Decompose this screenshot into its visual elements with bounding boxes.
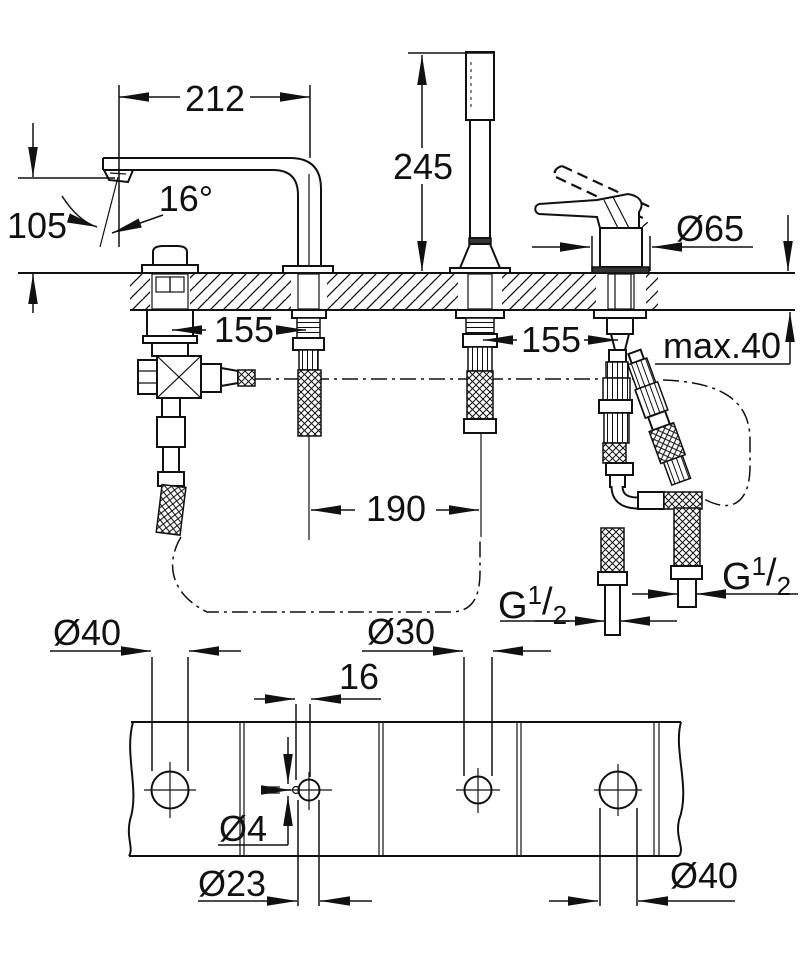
dimension-190: 190: [311, 488, 479, 529]
deck-gap-4: [596, 274, 646, 309]
dimension-212: 212: [118, 78, 311, 247]
hand-shower-head: [465, 51, 495, 121]
hand-shower-holder: [458, 243, 502, 269]
dim-max40-label: max.40: [663, 325, 781, 366]
hand-shower-unit: [449, 51, 511, 537]
dimension-d4: Ø4: [218, 737, 288, 849]
lever-handle-unit: [534, 164, 703, 636]
side-elevation-view: 212 105 16° 245 Ø65: [7, 51, 798, 636]
dim-16-label: 16: [339, 656, 379, 697]
dim-245-label: 245: [393, 146, 453, 187]
thread-callout-right: G1/2: [632, 551, 798, 601]
plan-view: Ø40 16 Ø30 Ø4 Ø23: [50, 611, 738, 906]
hole-mid: [456, 768, 500, 813]
dim-105-label: 105: [7, 205, 67, 246]
hose-routing-chain-left: [171, 536, 481, 613]
dim-d65-label: Ø65: [676, 208, 744, 249]
dimension-d40-left: Ø40: [50, 612, 241, 771]
lever-raised-position: [553, 164, 651, 220]
hole-right: [594, 764, 642, 816]
spout-hose: [297, 369, 322, 437]
dim-d30-label: Ø30: [367, 611, 435, 652]
diverter-side-outlet: [237, 369, 256, 387]
dim-16deg-label: 16°: [159, 178, 213, 219]
deck-gap-2: [291, 274, 327, 309]
deck-strip-left-break: [127, 721, 135, 857]
lever-handle: [534, 192, 643, 229]
dimension-d65: Ø65: [532, 208, 753, 271]
handle-body: [599, 227, 643, 268]
diverter-hose: [155, 483, 187, 536]
supply-tail-left: [597, 527, 628, 636]
dim-d23-label: Ø23: [198, 863, 266, 904]
thread-left-label: G1/2: [498, 580, 567, 630]
dimension-155-right: 155: [483, 319, 618, 360]
diverter-knob: [152, 245, 188, 266]
dim-155-right-label: 155: [521, 319, 581, 360]
deck-strip: [127, 721, 685, 857]
dim-212-label: 212: [185, 78, 245, 119]
dim-d40-left-label: Ø40: [53, 612, 121, 653]
hand-shower-handle: [469, 119, 491, 239]
spout-inner-profile: [103, 169, 299, 266]
dimension-16deg: 16°: [61, 176, 213, 248]
hole-left: [144, 762, 196, 818]
dim-155-left-label: 155: [214, 309, 274, 350]
thread-callout-left: G1/2: [498, 580, 677, 630]
dim-d4-label: Ø4: [219, 808, 267, 849]
diverter-flange: [141, 264, 199, 274]
dimension-max40: max.40: [655, 215, 790, 366]
supply-tail-right: [670, 507, 703, 608]
handle-escutcheon: [591, 266, 650, 274]
deck-strip-right-break: [677, 721, 685, 857]
dimension-d30: Ø30: [362, 611, 551, 776]
dimension-155-left: 155: [172, 309, 306, 350]
dimension-16: 16: [254, 656, 381, 780]
dimension-d40-right: Ø40: [549, 808, 738, 906]
hand-shower-hose: [466, 370, 494, 420]
dim-d40-right-label: Ø40: [670, 855, 738, 896]
dim-190-label: 190: [366, 488, 426, 529]
handle-diagonal-hose: [627, 348, 692, 487]
deck-gap-3: [458, 274, 502, 309]
deck-section: [18, 272, 795, 311]
dimension-d23: Ø23: [198, 800, 372, 906]
dimension-245: 245: [393, 52, 493, 271]
dimension-105: 105: [7, 123, 115, 313]
spout-outer-profile: [103, 157, 322, 273]
spout-base-flange: [282, 265, 334, 274]
thread-right-label: G1/2: [722, 551, 791, 601]
diverter-unit: [137, 245, 256, 536]
